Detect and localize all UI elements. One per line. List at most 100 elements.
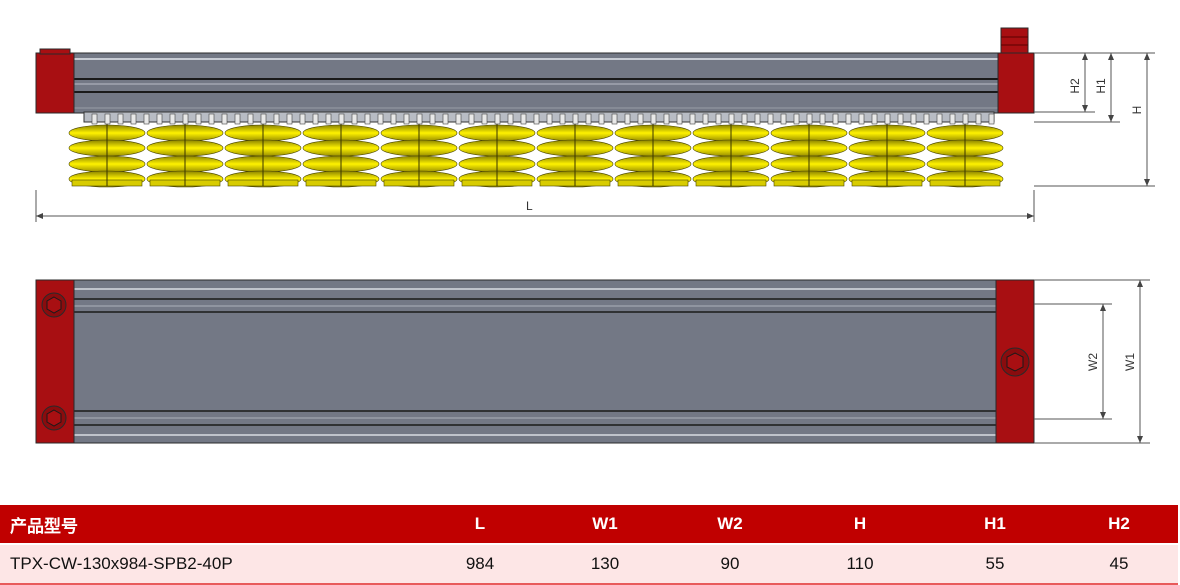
bolt	[741, 113, 748, 125]
suction-cup	[536, 124, 614, 188]
cell-H: 110	[790, 544, 930, 585]
bolt	[819, 113, 826, 125]
bolt	[923, 113, 930, 125]
header-L: L	[420, 505, 540, 545]
bolt	[182, 113, 189, 125]
bolt	[624, 113, 631, 125]
bolt	[143, 113, 150, 125]
bolt	[845, 113, 852, 125]
dim-label-H2: H2	[1068, 78, 1082, 94]
top-body	[73, 279, 997, 444]
bolt	[520, 113, 527, 125]
bolt	[650, 113, 657, 125]
bolt	[715, 113, 722, 125]
top-view: W2 W1	[35, 279, 1150, 444]
bolt	[130, 113, 137, 125]
bolt	[390, 113, 397, 125]
spec-table-header-row: 产品型号 L W1 W2 H H1 H2	[0, 505, 1178, 545]
bolt	[897, 113, 904, 125]
bolt	[559, 113, 566, 125]
suction-cup	[614, 124, 692, 188]
dim-label-H: H	[1130, 106, 1144, 115]
bolt	[702, 113, 709, 125]
bolt	[637, 113, 644, 125]
bolt	[676, 113, 683, 125]
bolt	[806, 113, 813, 125]
bolt	[832, 113, 839, 125]
suction-cup	[146, 124, 224, 188]
suction-cup	[692, 124, 770, 188]
cell-W2: 90	[670, 544, 790, 585]
bolt	[871, 113, 878, 125]
suction-cup	[302, 124, 380, 188]
header-W1: W1	[540, 505, 670, 545]
suction-cup	[770, 124, 848, 188]
header-H2: H2	[1060, 505, 1178, 545]
side-left-end-cap	[35, 52, 75, 114]
header-W2: W2	[670, 505, 790, 545]
bolt	[585, 113, 592, 125]
bolt	[858, 113, 865, 125]
bolt	[546, 113, 553, 125]
bolt	[988, 113, 995, 125]
bolt	[338, 113, 345, 125]
side-bolts	[91, 113, 995, 125]
bolt	[481, 113, 488, 125]
bolt	[962, 113, 969, 125]
bolt	[975, 113, 982, 125]
bolt	[728, 113, 735, 125]
bolt	[533, 113, 540, 125]
bolt	[403, 113, 410, 125]
cell-W1: 130	[540, 544, 670, 585]
suction-cup	[926, 124, 1004, 188]
bolt	[416, 113, 423, 125]
bolt	[104, 113, 111, 125]
bolt	[507, 113, 514, 125]
dimension-lines-top	[1034, 279, 1150, 444]
bolt	[793, 113, 800, 125]
dim-label-W1: W1	[1123, 353, 1137, 371]
bolt	[286, 113, 293, 125]
bolt	[221, 113, 228, 125]
bolt	[767, 113, 774, 125]
header-H1: H1	[930, 505, 1060, 545]
bolt	[442, 113, 449, 125]
bolt	[156, 113, 163, 125]
bolt	[663, 113, 670, 125]
bolt	[377, 113, 384, 125]
bolt	[364, 113, 371, 125]
suction-cup	[224, 124, 302, 188]
suction-cup	[458, 124, 536, 188]
bolt	[247, 113, 254, 125]
bolt	[195, 113, 202, 125]
bolt	[312, 113, 319, 125]
cell-L: 984	[420, 544, 540, 585]
bolt	[117, 113, 124, 125]
port-icon	[41, 292, 67, 318]
bolt	[351, 113, 358, 125]
dim-label-W2: W2	[1086, 353, 1100, 371]
bolt	[910, 113, 917, 125]
dim-label-H1: H1	[1094, 78, 1108, 94]
bolt	[429, 113, 436, 125]
cell-H2: 45	[1060, 544, 1178, 585]
bolt	[936, 113, 943, 125]
cell-model: TPX-CW-130x984-SPB2-40P	[0, 544, 420, 585]
side-view: L H2 H1 H	[35, 27, 1155, 222]
bolt	[325, 113, 332, 125]
bolt	[689, 113, 696, 125]
bolt	[754, 113, 761, 125]
dimension-lines-side	[35, 52, 1155, 222]
port-icon	[1000, 347, 1030, 377]
side-right-end-cap	[997, 52, 1035, 114]
header-H: H	[790, 505, 930, 545]
suction-cup	[848, 124, 926, 188]
table-row: TPX-CW-130x984-SPB2-40P 984 130 90 110 5…	[0, 544, 1178, 585]
port-icon	[41, 405, 67, 431]
bolt	[572, 113, 579, 125]
bolt	[598, 113, 605, 125]
bolt	[299, 113, 306, 125]
header-model: 产品型号	[0, 505, 420, 545]
suction-cup	[380, 124, 458, 188]
bolt	[260, 113, 267, 125]
